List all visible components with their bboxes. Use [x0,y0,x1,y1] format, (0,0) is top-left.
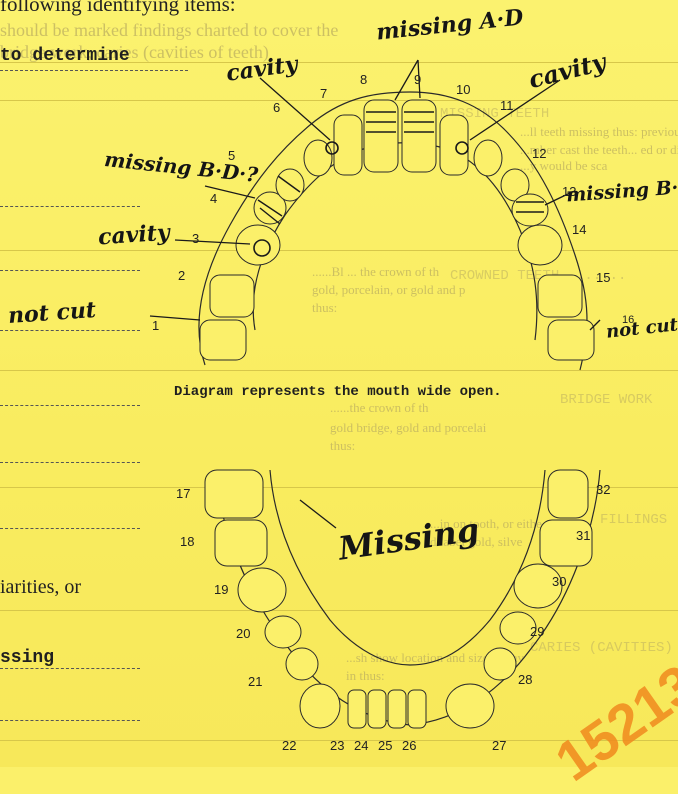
chart-form-page: following identifying items: should be m… [0,0,678,767]
tooth-2 [210,275,254,317]
tooth-20 [265,616,301,648]
annotation-cavity-lower-left: cavity [97,220,170,251]
tooth-number: 19 [214,582,228,597]
tooth-3 [236,225,280,265]
tooth-number: 3 [192,231,199,246]
tooth-number: 22 [282,738,296,753]
tooth-number: 10 [456,82,470,97]
tooth-number: 29 [530,624,544,639]
tooth-13 [512,194,548,226]
tooth-19 [238,568,286,612]
tooth-number: 18 [180,534,194,549]
tooth-9 [402,100,436,172]
tooth-number: 1 [152,318,159,333]
tooth-10 [440,115,468,175]
tooth-number: 11 [500,98,514,113]
tooth-27 [446,684,494,728]
tooth-17 [205,470,263,518]
pointer-line [300,500,336,528]
tooth-number: 27 [492,738,506,753]
tooth-26 [408,690,426,728]
tooth-28 [484,648,516,680]
tooth-number: 12 [532,146,546,161]
tooth-15 [538,275,582,317]
tooth-number: 2 [178,268,185,283]
tooth-number: 6 [273,100,280,115]
tooth-number: 21 [248,674,262,689]
tooth-22 [300,684,340,728]
tooth-18 [215,520,267,566]
tooth-number: 25 [378,738,392,753]
tooth-6 [304,140,332,176]
tooth-1 [200,320,246,360]
tooth-16 [548,320,594,360]
tooth-number: 30 [552,574,566,589]
tooth-number: 7 [320,86,327,101]
tooth-number: 15 [596,270,610,285]
tooth-number: 31 [576,528,590,543]
tooth-25 [388,690,406,728]
tooth-7 [334,115,362,175]
tooth-number: 14 [572,222,586,237]
tooth-number: 28 [518,672,532,687]
tooth-number: 26 [402,738,416,753]
tooth-number: 4 [210,191,217,206]
diagram-caption: Diagram represents the mouth wide open. [174,384,502,400]
tooth-32 [548,470,588,518]
tooth-23 [348,690,366,728]
tooth-11 [474,140,502,176]
tooth-number: 9 [414,72,421,87]
tooth-14 [518,225,562,265]
tooth-number: 23 [330,738,344,753]
tooth-31 [540,520,592,566]
tooth-number: 20 [236,626,250,641]
tooth-number: 8 [360,72,367,87]
tooth-24 [368,690,386,728]
tooth-number: 24 [354,738,368,753]
tooth-8 [364,100,398,172]
tooth-21 [286,648,318,680]
tooth-number: 32 [596,482,610,497]
tooth-number: 17 [176,486,190,501]
